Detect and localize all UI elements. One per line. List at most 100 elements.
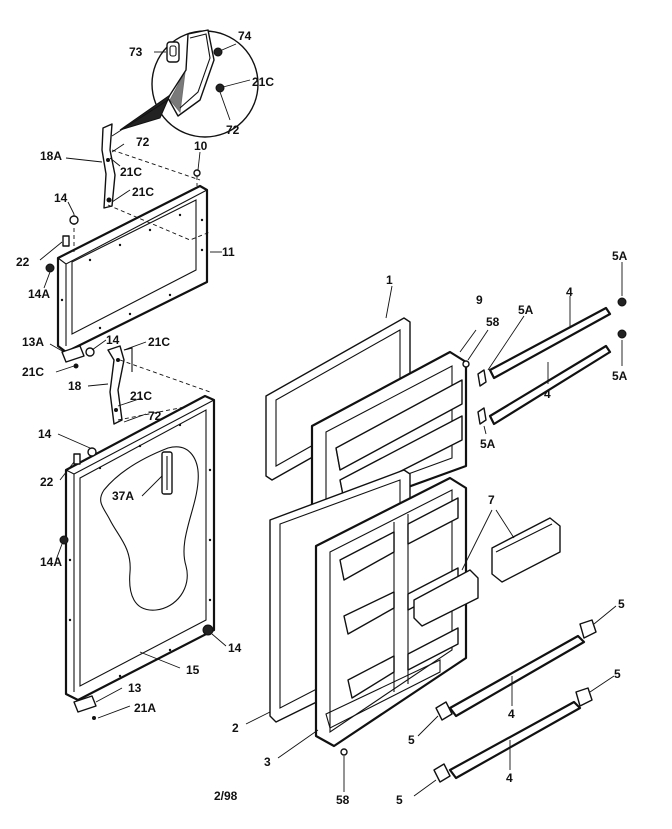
lower-shelf-3 [343, 591, 395, 635]
callout-37A: 37A [112, 489, 134, 503]
callout-18: 18 [68, 379, 82, 393]
callout-4-top: 4 [566, 285, 573, 299]
callout-1: 1 [386, 273, 393, 287]
callout-5-r2: 5 [614, 667, 621, 681]
middle-hinge-18 [107, 345, 125, 425]
lower-door-panel [55, 394, 227, 720]
callout-9: 9 [476, 293, 483, 307]
end-cap-5-2 [575, 687, 593, 707]
callout-72-lower: 72 [148, 409, 162, 423]
callout-21C-lower: 21C [130, 389, 152, 403]
end-cap-5A-4 [477, 407, 487, 425]
bushing-22-top [62, 235, 70, 247]
callout-13A: 13A [22, 335, 44, 349]
callout-72-inset: 72 [226, 123, 240, 137]
lower-door-frame [64, 394, 216, 702]
screw-58-top [462, 360, 470, 368]
inset-screw [215, 83, 225, 93]
callout-18A: 18A [40, 149, 62, 163]
callout-73: 73 [129, 45, 143, 59]
callout-21A: 21A [134, 701, 156, 715]
callout-5A-mid: 5A [518, 303, 534, 317]
end-cap-5-3 [435, 701, 453, 721]
lower-shelf-4 [347, 655, 395, 699]
lower-shelf-2 [407, 497, 459, 545]
hinge-screw [213, 47, 223, 57]
upper-trim-strips [477, 262, 627, 435]
hinge-shim [166, 41, 180, 63]
upper-trim-strip-2 [488, 344, 612, 426]
end-cap-5-1 [579, 619, 597, 639]
upper-trim-strip-1 [488, 306, 612, 380]
plug-14-top [69, 215, 79, 225]
plug-14A-top [45, 263, 55, 273]
lower-trim-strips [413, 605, 617, 797]
callout-14-left: 14 [38, 427, 52, 441]
date-code: 2/98 [214, 789, 238, 803]
callout-21C-top2: 21C [132, 185, 154, 199]
end-cap-5A-1 [617, 297, 627, 307]
bushing-22-lower [73, 453, 81, 465]
middle-hinge-group [49, 339, 211, 425]
lower-door-liner [277, 476, 479, 792]
lower-trim-strip-2 [448, 700, 582, 780]
hinge-13A [61, 345, 85, 363]
callout-58-bottom: 58 [336, 793, 350, 807]
callout-14-mid: 14 [106, 333, 120, 347]
end-cap-5-4 [433, 763, 451, 783]
callout-2: 2 [232, 721, 239, 735]
callout-5A-low: 5A [480, 437, 496, 451]
upper-door-panel [39, 123, 222, 354]
screw-10 [193, 169, 201, 177]
callout-labels: 73 74 21C 72 18A 72 21C 21C 10 14 11 22 … [16, 29, 628, 807]
callout-5-left1: 5 [408, 733, 415, 747]
callout-5-r1: 5 [618, 597, 625, 611]
callout-5A-r1: 5A [612, 249, 628, 263]
callout-58-top: 58 [486, 315, 500, 329]
door-bin-inside [413, 569, 479, 627]
callout-5A-r2: 5A [612, 369, 628, 383]
callout-22-lower: 22 [40, 475, 54, 489]
callout-4-low1: 4 [508, 707, 515, 721]
callout-21C-mid: 21C [148, 335, 170, 349]
callout-72-top: 72 [136, 135, 150, 149]
screw-58-bottom [340, 748, 348, 756]
callout-21C-inset: 21C [252, 75, 274, 89]
door-bin-7 [461, 509, 561, 583]
callout-22-top: 22 [16, 255, 30, 269]
inset-detail [111, 29, 259, 138]
plug-14A-lower [59, 535, 69, 545]
callout-74: 74 [238, 29, 252, 43]
plug-14-right [202, 624, 214, 636]
hinge-13 [73, 695, 97, 713]
callout-3: 3 [264, 755, 271, 769]
callout-13: 13 [128, 681, 142, 695]
callout-11: 11 [222, 245, 235, 259]
inset-pointer [119, 93, 172, 131]
lower-trim-strip-1 [448, 634, 586, 718]
callout-21C-top1: 21C [120, 165, 142, 179]
end-cap-5A-2 [617, 329, 627, 339]
callout-5-left2: 5 [396, 793, 403, 807]
upper-door-frame [56, 184, 209, 354]
callout-10: 10 [194, 139, 208, 153]
lower-door-inner [79, 409, 207, 687]
callout-4-mid: 4 [544, 387, 551, 401]
lower-shelf-1 [339, 531, 395, 581]
callout-7: 7 [488, 493, 495, 507]
callout-14-right: 14 [228, 641, 242, 655]
callout-21C-left: 21C [22, 365, 44, 379]
callout-14-top: 14 [54, 191, 68, 205]
end-cap-5A-3 [477, 369, 487, 387]
foam-area [100, 446, 199, 611]
plug-14-left [87, 447, 97, 457]
upper-door-liner [310, 329, 489, 518]
upper-hinge [101, 123, 116, 209]
callout-14A-lower: 14A [40, 555, 62, 569]
callout-15: 15 [186, 663, 200, 677]
lower-shelf-6 [407, 627, 459, 671]
callout-14A-top: 14A [28, 287, 50, 301]
door-bin-separate [491, 517, 561, 583]
upper-door-inner [71, 199, 197, 335]
